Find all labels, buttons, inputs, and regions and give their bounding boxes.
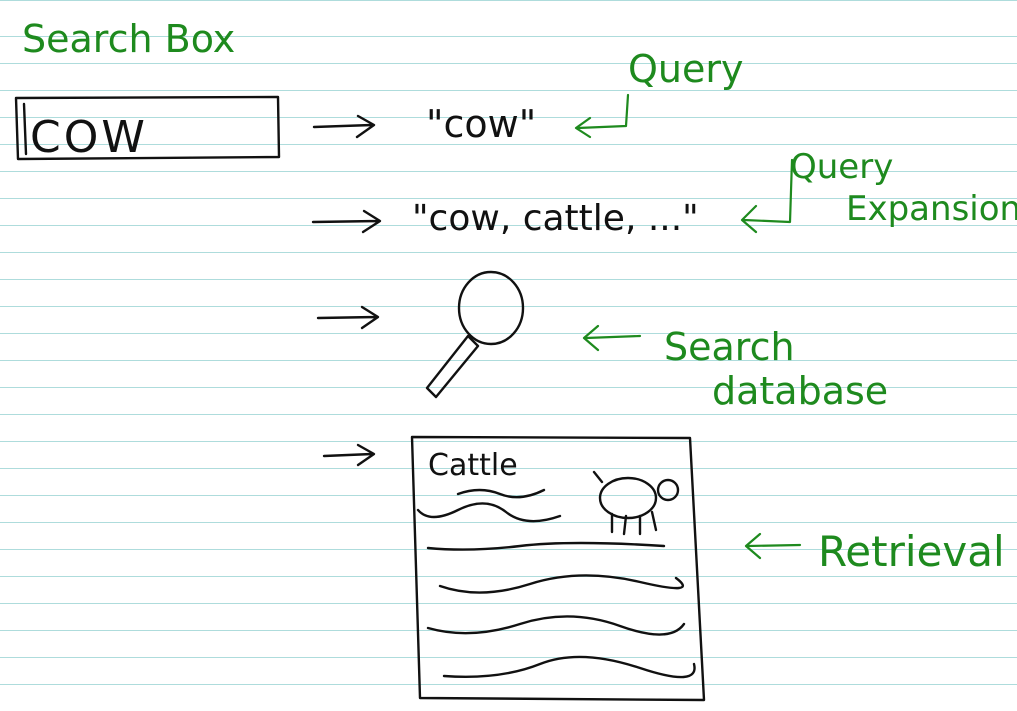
- step-search-database: Search database: [316, 270, 888, 413]
- arrow-icon: [312, 114, 376, 139]
- search-annotation-line1: Search: [664, 325, 795, 369]
- step-retrieval: Cattle Retrieval: [322, 435, 1005, 702]
- bent-arrow-icon: [740, 158, 794, 234]
- step-query-expansion: "cow, cattle, ..." Query Expansion: [311, 147, 1017, 239]
- arrow-icon: [744, 532, 802, 560]
- retrieval-annotation: Retrieval: [818, 527, 1005, 576]
- document-icon: Cattle: [410, 435, 706, 702]
- arrow-icon: [582, 324, 642, 352]
- search-annotation-line2: database: [712, 369, 888, 413]
- search-box: cow: [14, 95, 281, 163]
- expansion-text: "cow, cattle, ...": [412, 198, 699, 239]
- arrow-icon: [322, 443, 376, 467]
- cow-icon: [592, 470, 680, 536]
- query-annotation: Query: [628, 47, 743, 91]
- expansion-annotation-line2: Expansion: [846, 189, 1017, 229]
- magnifier-icon: [425, 270, 525, 399]
- bent-arrow-icon: [574, 93, 630, 139]
- search-box-title: Search Box: [22, 17, 235, 61]
- arrow-icon: [316, 305, 380, 330]
- search-box-value: cow: [30, 112, 148, 163]
- arrow-icon: [311, 209, 382, 234]
- step-query: "cow" Query: [312, 47, 743, 146]
- query-text: "cow": [426, 102, 536, 146]
- document-title: Cattle: [428, 448, 518, 483]
- expansion-annotation-line1: Query: [790, 147, 893, 187]
